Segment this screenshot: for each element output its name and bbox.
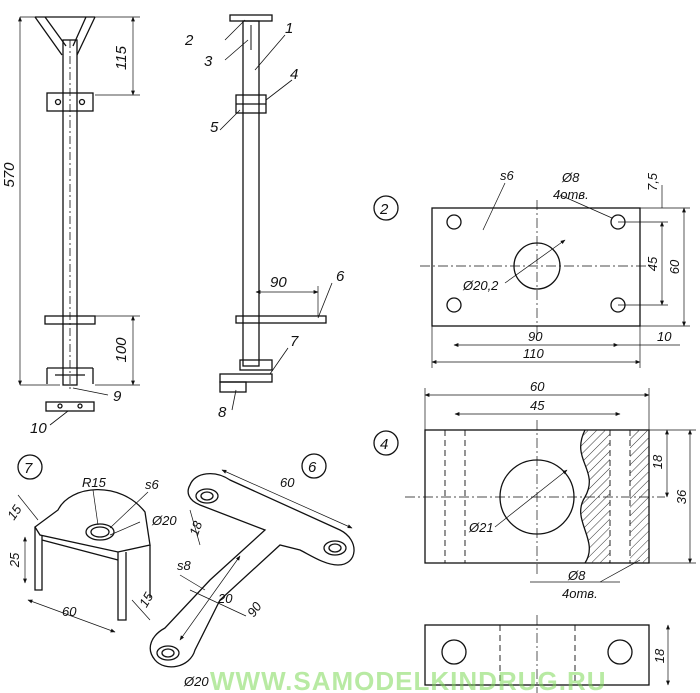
dim-arm-length: 90: [270, 274, 287, 291]
part-4-center-hole: Ø21: [468, 520, 494, 535]
callout-1: 1: [285, 20, 293, 37]
part-7-radius: R15: [82, 475, 107, 490]
dim-block-width: 60: [530, 379, 545, 394]
dim-bottom-height: 100: [113, 337, 130, 363]
part-6-hole: Ø20: [183, 674, 209, 689]
callout-4: 4: [290, 66, 298, 83]
dim-top-height: 115: [113, 45, 130, 70]
part-7-thickness: s6: [145, 477, 160, 492]
part-6-number: 6: [308, 459, 317, 476]
dim-part6-length: 90: [244, 599, 265, 620]
dim-edge-right: 10: [657, 329, 672, 344]
dim-part7-depth: 15: [4, 502, 25, 523]
dim-hole-spacing-h: 90: [528, 329, 543, 344]
dim-edge-offset: 7,5: [645, 172, 660, 191]
callout-5: 5: [210, 119, 219, 136]
dim-bottom-height-18: 18: [652, 648, 667, 663]
callout-3: 3: [204, 53, 213, 70]
part-2-thickness: s6: [500, 168, 515, 183]
dim-part7-leg: 15: [136, 589, 157, 610]
part-6-thickness: s8: [177, 558, 192, 573]
front-view: [219, 14, 333, 411]
part-2-center-hole: Ø20,2: [462, 278, 499, 293]
callout-8: 8: [218, 404, 227, 421]
part-7-number: 7: [24, 460, 33, 477]
part-7-drawing: [17, 454, 151, 633]
dim-part6-end-width: 18: [186, 518, 205, 537]
dim-part6-arm-width: 20: [217, 591, 233, 606]
callout-7: 7: [290, 333, 299, 350]
part-2-hole-count: 4отв.: [553, 187, 589, 202]
part-4-drawing: [373, 388, 696, 583]
dim-block-half-height: 18: [650, 454, 665, 469]
part-4-hole-count: 4отв.: [562, 586, 598, 601]
part-4-bottom-view: [424, 615, 670, 693]
callout-6: 6: [336, 268, 345, 285]
dim-total-height: 570: [1, 162, 18, 188]
callout-9: 9: [113, 388, 122, 405]
side-view: [18, 16, 140, 426]
callout-2: 2: [184, 32, 194, 49]
part-4-number: 4: [380, 436, 388, 453]
part-2-drawing: [373, 182, 690, 368]
dim-plate-height: 60: [667, 259, 682, 274]
dim-part7-length: 60: [62, 604, 77, 619]
callout-10: 10: [30, 420, 47, 437]
dim-block-height: 36: [674, 489, 689, 504]
watermark: WWW.SAMODELKINDRUG.RU: [210, 666, 607, 693]
part-6-drawing: [149, 453, 355, 668]
dim-block-hole-spacing: 45: [530, 398, 545, 413]
part-2-hole-diameter: Ø8: [561, 170, 580, 185]
part-7-hole: Ø20: [151, 513, 177, 528]
dim-part7-height: 25: [7, 552, 22, 568]
part-2-number: 2: [379, 201, 389, 218]
dim-hole-spacing-v: 45: [645, 256, 660, 271]
dim-part6-top-width: 60: [280, 475, 295, 490]
part-4-hole-diameter: Ø8: [567, 568, 586, 583]
dim-plate-width: 110: [523, 346, 544, 361]
